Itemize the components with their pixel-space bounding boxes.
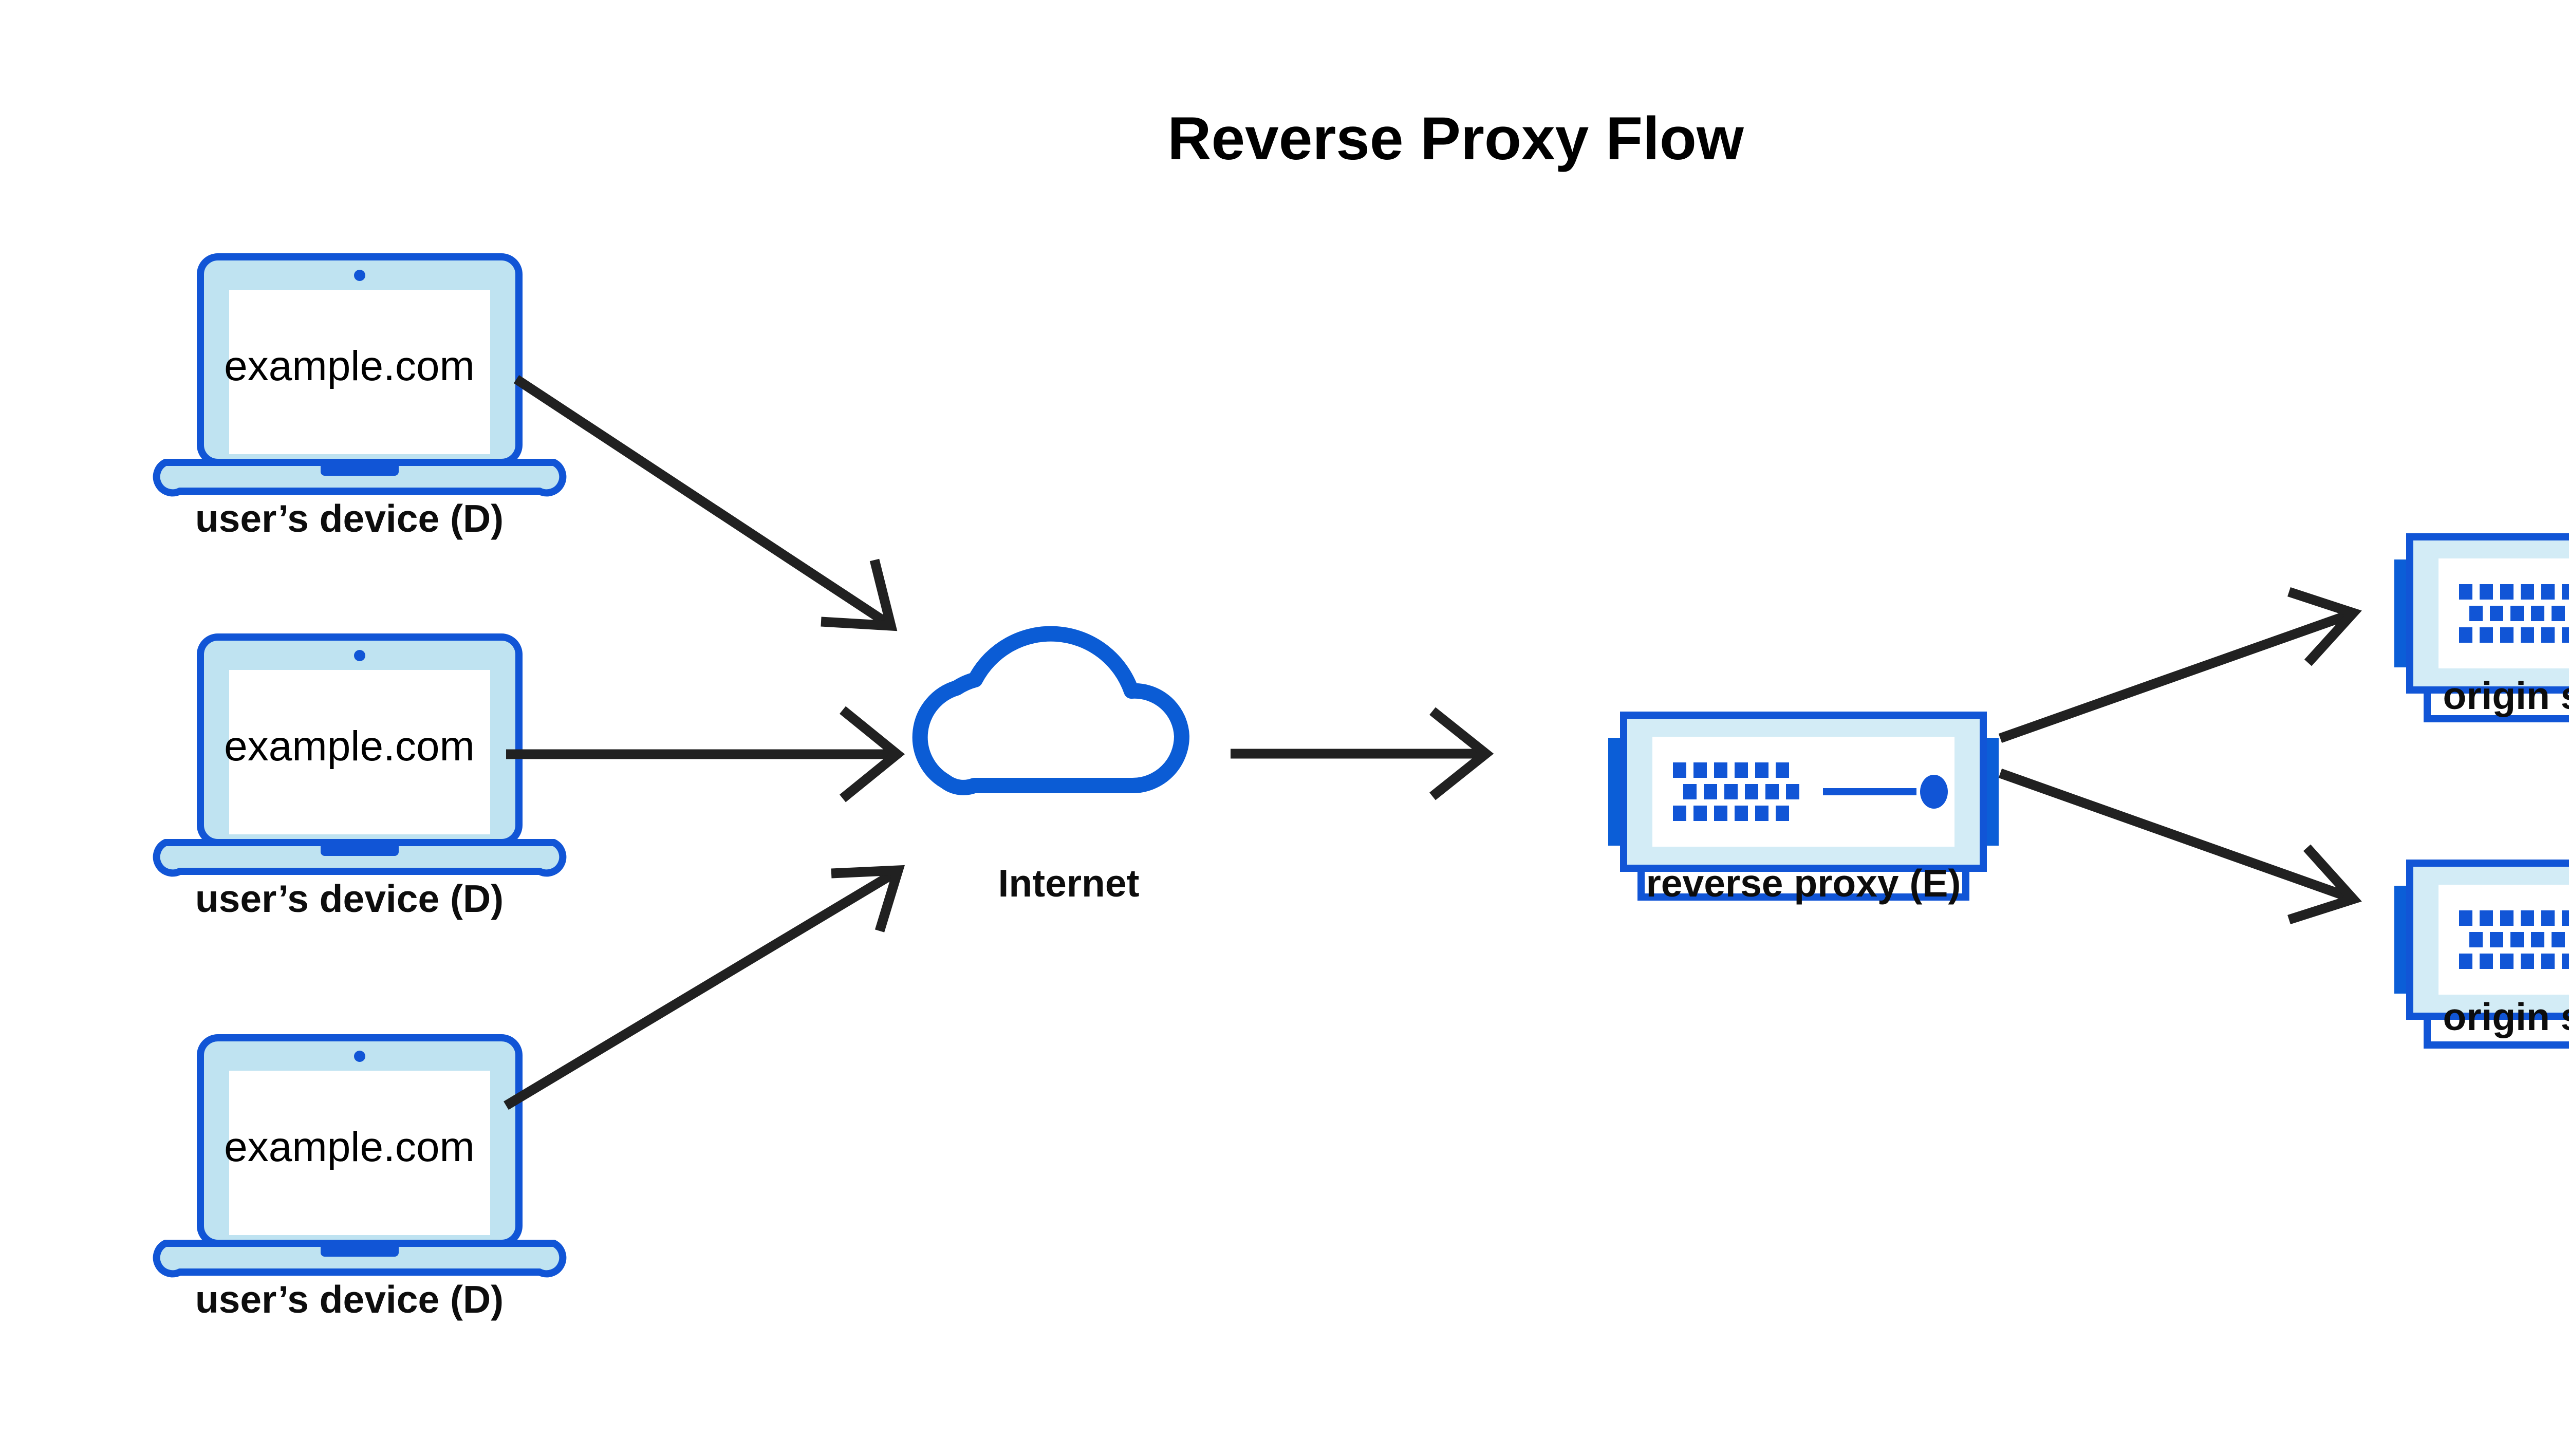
proxy-label: reverse proxy (E) (1646, 862, 1961, 905)
client-screen-text: example.com (224, 1124, 475, 1170)
node-client-top[interactable]: example.com user’s device (D) (157, 257, 563, 540)
node-internet[interactable]: Internet (920, 634, 1182, 905)
edge-client-top-to-internet (513, 375, 898, 631)
node-reverse-proxy[interactable]: reverse proxy (E) (1608, 715, 1999, 905)
edge-client-middle-to-internet (506, 706, 905, 802)
origin-label: origin server (F) (2443, 995, 2569, 1038)
client-label: user’s device (D) (195, 497, 504, 540)
client-label: user’s device (D) (195, 1278, 504, 1321)
internet-label: Internet (998, 862, 1139, 905)
node-client-middle[interactable]: example.com user’s device (D) (157, 637, 563, 920)
page-title: Reverse Proxy Flow (1167, 105, 1744, 173)
client-screen-text: example.com (224, 343, 475, 389)
edge-client-bottom-to-internet (504, 865, 905, 1110)
origin-label: origin server (F) (2443, 674, 2569, 717)
node-client-bottom[interactable]: example.com user’s device (D) (157, 1038, 563, 1321)
node-origin-bottom[interactable]: origin server (F) (2394, 863, 2569, 1045)
client-label: user’s device (D) (195, 877, 504, 920)
node-origin-top[interactable]: origin server (F) (2394, 537, 2569, 719)
client-screen-text: example.com (224, 723, 475, 770)
edge-proxy-to-origin-bottom (1998, 769, 2362, 925)
edge-proxy-to-origin-top (1998, 587, 2362, 743)
edge-internet-to-proxy (1231, 707, 1494, 800)
cloud-icon (920, 634, 1182, 788)
